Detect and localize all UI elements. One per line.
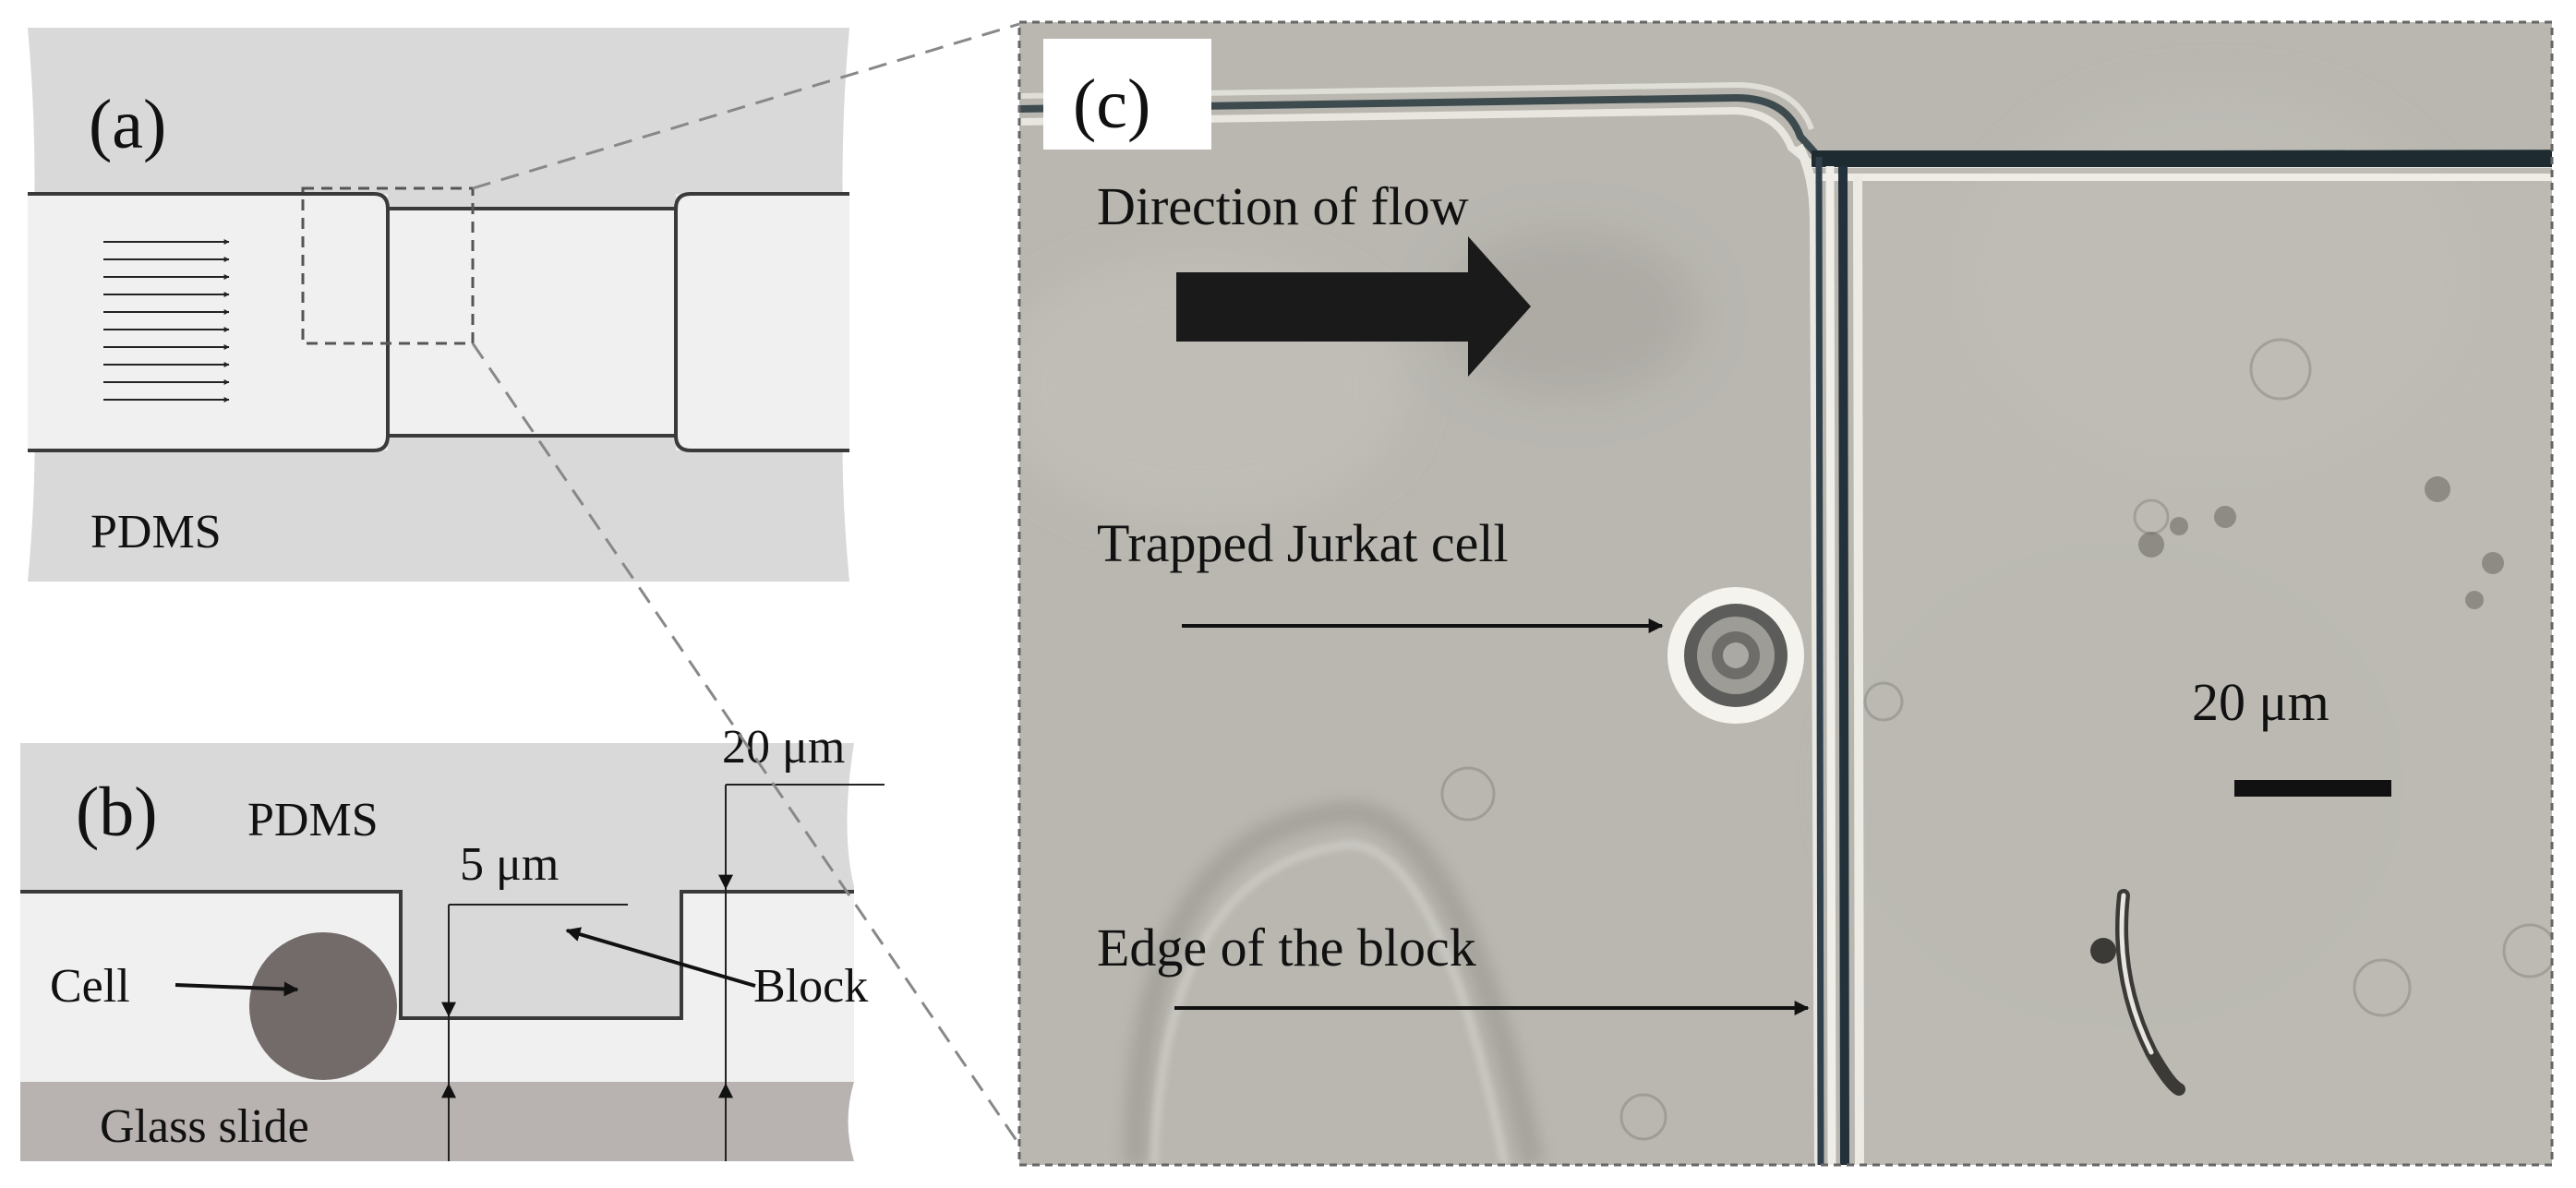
glass-slide-label: Glass slide [100,1100,309,1153]
panel-c-frame [1017,20,2554,1167]
panel-c-label-box [1043,39,1211,150]
dim-5um [441,904,628,1161]
dim-20um-label: 20 μm [722,721,845,774]
flow-direction-arrow [1176,236,1531,377]
cell-label: Cell [50,960,130,1013]
dim-5um-label: 5 μm [460,838,559,891]
panel-a: (a) PDMS [28,28,849,582]
panel-b-glass [20,1082,854,1161]
trapped-cell-label: Trapped Jurkat cell [1097,513,1509,573]
scale-bar [2234,780,2391,797]
panel-a-pdms-label: PDMS [90,506,222,558]
micrograph [1019,22,2552,1165]
flow-arrows [103,239,230,402]
panel-b-channel-gap [401,1018,681,1082]
panel-a-channel-walls [28,192,849,452]
flow-label: Direction of flow [1097,176,1469,236]
zoom-connectors [471,22,1021,1146]
panel-a-constriction [388,209,676,436]
dim-20um [718,784,885,1161]
block-arrow [565,927,756,988]
panel-b: (b) PDMS 5 μm 20 μm Cell Block Glass sli… [20,721,885,1161]
block-edge-label: Edge of the block [1097,918,1476,978]
panel-b-walls [20,890,854,1020]
block-label: Block [753,960,868,1013]
panel-a-label: (a) [89,86,166,163]
panel-b-channel-right [681,892,854,1082]
panel-b-label: (b) [76,774,158,851]
scale-bar-label: 20 μm [2192,672,2329,732]
panel-b-cell-shape [249,932,397,1080]
panel-b-pdms-label: PDMS [247,794,379,846]
panel-c-label: (c) [1073,66,1150,143]
cell-arrow [175,981,299,997]
panel-c: (c) Direction of flow Trapped Jurkat cel… [1017,20,2554,1167]
zoom-box [301,186,475,345]
panel-a-channel [28,194,849,450]
